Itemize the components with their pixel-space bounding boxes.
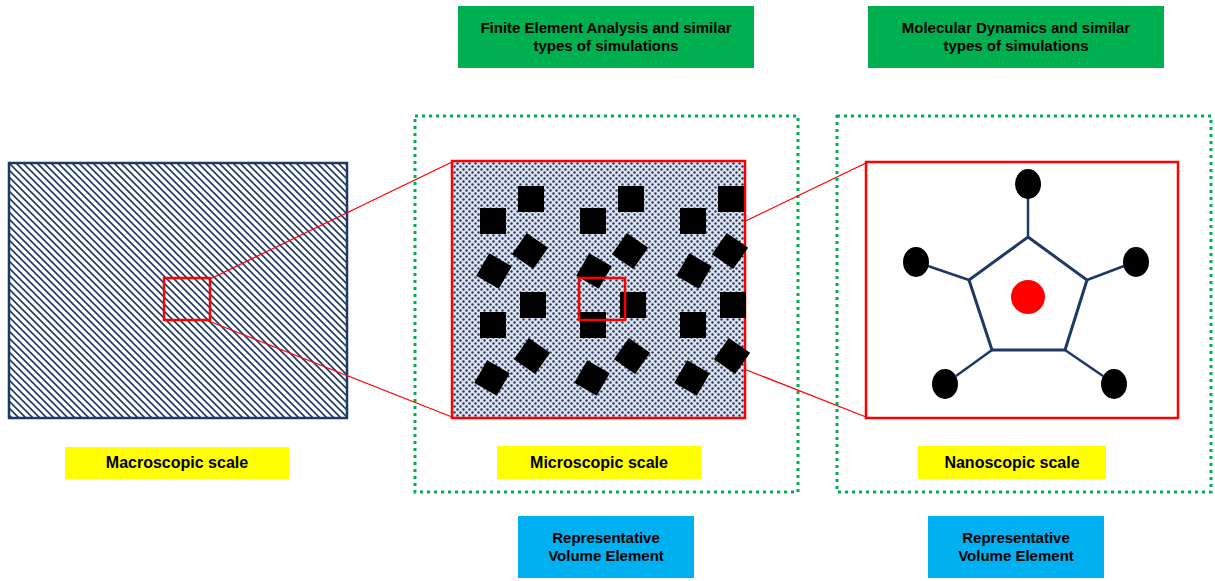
pentagon-ring — [969, 237, 1087, 350]
bonds — [928, 197, 1124, 376]
zoom-line — [210, 162, 452, 279]
particle — [474, 360, 510, 396]
zoom-line — [206, 320, 452, 417]
particle — [518, 186, 544, 212]
atom — [1015, 169, 1041, 199]
method-header: Molecular Dynamics and similar types of … — [868, 6, 1164, 68]
particle — [618, 186, 644, 212]
particle — [476, 253, 512, 289]
atom — [1101, 369, 1127, 399]
center-atom — [1011, 280, 1045, 314]
atom — [932, 369, 958, 399]
node-text: Finite Element Analysis and similar type… — [480, 19, 732, 55]
zoom-square — [579, 278, 625, 320]
micro-block — [452, 161, 745, 418]
scale-label: Microscopic scale — [497, 446, 701, 479]
node-text: Representative Volume Element — [946, 529, 1086, 565]
node-text: Macroscopic scale — [106, 453, 248, 472]
particle — [680, 208, 706, 234]
atom — [1123, 247, 1149, 277]
particle — [514, 338, 550, 374]
particle — [512, 233, 548, 269]
particle — [720, 292, 746, 318]
node-text: Molecular Dynamics and similar types of … — [890, 19, 1142, 55]
particle — [614, 338, 650, 374]
bond — [956, 350, 992, 376]
particle — [480, 208, 506, 234]
particle — [574, 360, 610, 396]
scale-label: Nanoscopic scale — [918, 446, 1106, 479]
particle — [680, 312, 706, 338]
nano-block — [866, 162, 1178, 418]
particle — [580, 312, 606, 338]
node-text: Nanoscopic scale — [944, 453, 1079, 472]
particle — [480, 312, 506, 338]
particle — [612, 233, 648, 269]
method-header: Finite Element Analysis and similar type… — [458, 6, 754, 68]
bond — [928, 266, 969, 280]
particle — [674, 360, 710, 396]
macro-block — [9, 163, 347, 418]
bond — [1065, 350, 1103, 376]
particle — [714, 338, 750, 374]
rve-label: Representative Volume Element — [518, 516, 694, 578]
particle — [580, 208, 606, 234]
particle — [676, 253, 712, 289]
particle — [520, 292, 546, 318]
scale-label: Macroscopic scale — [65, 447, 289, 479]
bond — [1027, 197, 1030, 237]
md-region — [837, 116, 1211, 492]
bond — [1087, 266, 1124, 280]
particle — [718, 186, 744, 212]
zoom-square — [164, 278, 210, 320]
atom — [903, 247, 929, 277]
particle — [712, 233, 748, 269]
particles — [474, 186, 750, 396]
particle — [576, 253, 612, 289]
atoms — [903, 169, 1149, 399]
fea-region — [415, 116, 798, 492]
node-text: Microscopic scale — [530, 453, 668, 472]
rve-label: Representative Volume Element — [928, 516, 1104, 578]
node-text: Representative Volume Element — [536, 529, 676, 565]
